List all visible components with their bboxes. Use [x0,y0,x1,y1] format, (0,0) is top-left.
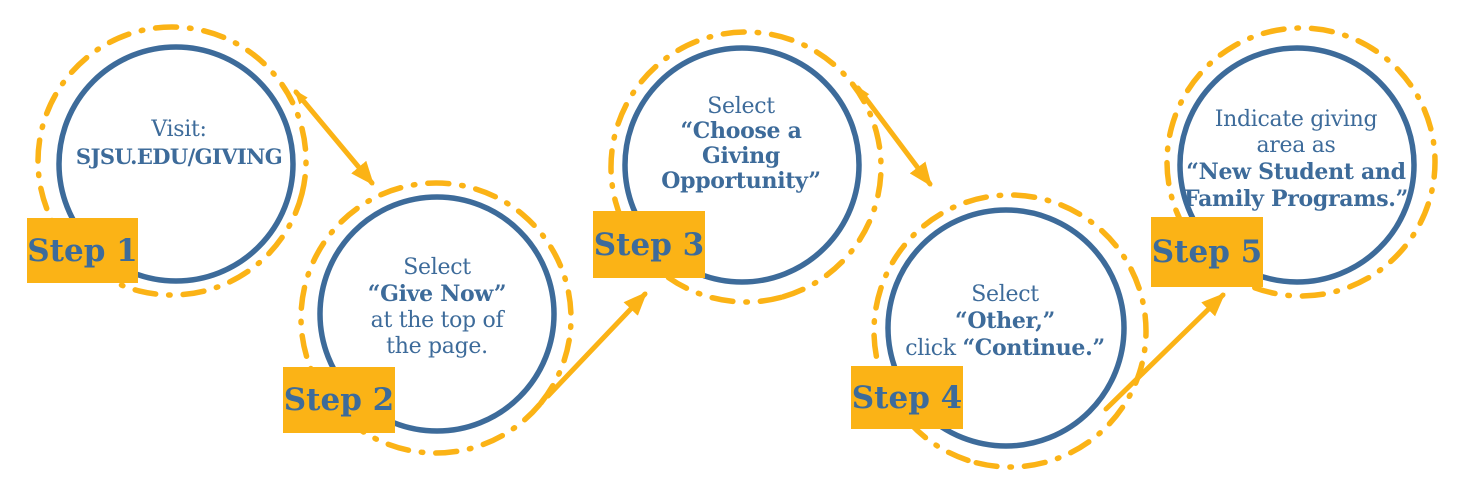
text-line: Indicate giving [1214,107,1378,132]
step-5-circle-text: Indicate giving area as “New Student and… [1184,107,1408,213]
step-1-circle [56,44,296,284]
text-line: Opportunity” [661,168,821,194]
text-line: Select [707,94,775,119]
text-line: at the top of [370,308,504,333]
step-1-circle-group [35,24,309,298]
step-4-badge: Step 4 [851,366,963,429]
text-line: click “Continue.” [905,335,1105,361]
text-line: area as [1256,133,1336,158]
step-2-circle-text: Select “Give Now” at the top of the page… [367,255,507,360]
step-1-circle-text: Visit: SJSU.EDU/GIVING [75,116,283,171]
text-line: Giving [702,143,780,169]
text-line: Select [403,255,471,280]
step-4-circle [885,207,1127,449]
text-line: the page. [386,334,488,359]
text-line: “Choose a [680,118,802,144]
text-line: “Give Now” [367,281,507,307]
step-1-badge: Step 1 [27,218,138,283]
arrow-step1-to-step2 [293,89,375,186]
step-3-circle-text: Select “Choose a Giving Opportunity” [661,94,821,194]
step-4-circle-text: Select “Other,” click “Continue.” [905,282,1105,362]
text-line: SJSU.EDU/GIVING [75,144,283,169]
text-line: “Other,” [955,308,1055,334]
step-5-circle [1177,45,1417,285]
step-5-badge: Step 5 [1151,217,1263,287]
arrow-step2-to-step3 [545,291,648,399]
text-line: Visit: [151,117,207,142]
step-1-dashed-ring [35,24,309,298]
arrow-step3-to-step4 [855,85,933,187]
arrow-step4-to-step5 [1103,292,1226,412]
step-2-circle [317,194,557,434]
text-line: “New Student and [1186,159,1406,185]
text-line: Family Programs.” [1183,186,1409,212]
step-3-badge: Step 3 [593,211,705,278]
text-line: Select [971,282,1039,307]
step-2-badge: Step 2 [283,367,395,433]
